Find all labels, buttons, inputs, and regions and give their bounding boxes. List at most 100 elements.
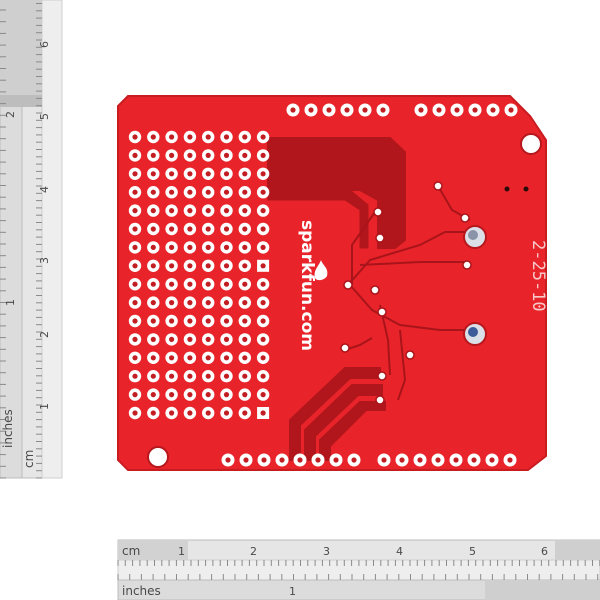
proto-pad — [238, 130, 251, 144]
proto-pad — [257, 407, 270, 419]
proto-pad — [147, 130, 160, 144]
header-bottom — [221, 453, 517, 467]
left-inch-2: 2 — [4, 111, 17, 118]
proto-pad — [238, 370, 251, 383]
proto-pad — [128, 149, 142, 162]
proto-pad — [128, 406, 142, 420]
proto-pad — [202, 204, 215, 217]
proto-pad — [238, 259, 251, 272]
proto-pad — [165, 149, 178, 162]
proto-pad — [256, 278, 270, 291]
proto-pad — [238, 351, 251, 364]
left-cm-5: 5 — [38, 113, 51, 120]
proto-pad — [220, 388, 233, 401]
header-pin — [275, 453, 289, 467]
header-pin — [358, 103, 372, 117]
proto-pad — [220, 149, 233, 162]
proto-pad — [256, 296, 270, 309]
proto-pad — [238, 278, 251, 291]
proto-pad — [202, 314, 215, 328]
proto-pad — [147, 241, 160, 254]
proto-pad — [238, 241, 251, 254]
sparkfun-flame-logo — [314, 260, 328, 281]
proto-pad — [183, 388, 197, 401]
proto-pad — [183, 241, 197, 254]
pcb-traces — [267, 137, 406, 461]
header-pin — [467, 453, 481, 467]
proto-pad — [165, 351, 178, 364]
header-pin — [311, 453, 325, 467]
bottom-cm-4: 4 — [396, 545, 403, 558]
proto-pad — [183, 167, 197, 180]
proto-pad — [128, 370, 142, 383]
proto-pad — [202, 259, 215, 272]
header-pin — [340, 103, 354, 117]
proto-pad — [256, 241, 270, 254]
proto-pad — [220, 241, 233, 254]
proto-pad — [147, 333, 160, 346]
proto-pad — [202, 333, 215, 346]
left-cm-2: 2 — [38, 331, 51, 338]
header-pin — [304, 103, 318, 117]
left-ruler-cm-label: cm — [22, 450, 36, 468]
proto-pad — [238, 406, 251, 420]
bottom-inch-1: 1 — [289, 585, 296, 598]
proto-pad — [183, 149, 197, 162]
header-pin — [377, 453, 391, 467]
proto-pad — [128, 388, 142, 401]
proto-pad — [183, 314, 197, 328]
proto-pad — [165, 406, 178, 420]
proto-pad — [147, 186, 160, 199]
proto-pad — [202, 278, 215, 291]
proto-pad — [183, 278, 197, 291]
proto-pad — [256, 351, 270, 364]
bottom-cm-2: 2 — [250, 545, 257, 558]
proto-pad — [256, 167, 270, 180]
header-pin — [347, 453, 361, 467]
bottom-ruler-cm-label: cm — [122, 544, 140, 558]
bottom-ruler: cm inches 1 2 3 4 5 6 1 — [117, 539, 600, 600]
header-pin — [413, 453, 427, 467]
proto-pad — [147, 388, 160, 401]
vias — [340, 181, 472, 405]
mounting-hole-top-right — [520, 133, 542, 155]
proto-pad — [165, 333, 178, 346]
proto-pad — [128, 241, 142, 254]
proto-pad — [202, 186, 215, 199]
proto-pad — [147, 296, 160, 309]
proto-pad — [202, 406, 215, 420]
header-pin — [239, 453, 253, 467]
left-ruler: inches cm 1 2 3 4 5 6 1 2 — [0, 0, 63, 479]
header-pin — [257, 453, 271, 467]
header-pin — [221, 453, 235, 467]
brand-text: sparkfun.com — [297, 220, 317, 351]
proto-pad — [220, 351, 233, 364]
proto-pad — [165, 259, 178, 272]
header-pin — [376, 103, 390, 117]
proto-pad — [128, 204, 142, 217]
proto-pad — [183, 186, 197, 199]
proto-pad — [128, 296, 142, 309]
proto-pad — [147, 204, 160, 217]
proto-pad — [238, 222, 251, 236]
header-pin — [450, 103, 464, 117]
header-pin — [293, 453, 307, 467]
proto-pad — [147, 370, 160, 383]
left-inch-1: 1 — [4, 299, 17, 306]
proto-pad — [202, 388, 215, 401]
small-holes — [504, 186, 529, 192]
header-pin — [503, 453, 517, 467]
proto-pad — [256, 222, 270, 236]
proto-pad — [165, 388, 178, 401]
proto-pad — [256, 186, 270, 199]
header-top — [286, 103, 518, 117]
proto-pad — [165, 204, 178, 217]
proto-pad — [220, 259, 233, 272]
header-pin — [486, 103, 500, 117]
proto-pad — [147, 167, 160, 180]
header-pin — [431, 453, 445, 467]
proto-pad — [220, 314, 233, 328]
left-cm-1: 1 — [38, 403, 51, 410]
proto-pad — [165, 314, 178, 328]
proto-pad — [256, 204, 270, 217]
